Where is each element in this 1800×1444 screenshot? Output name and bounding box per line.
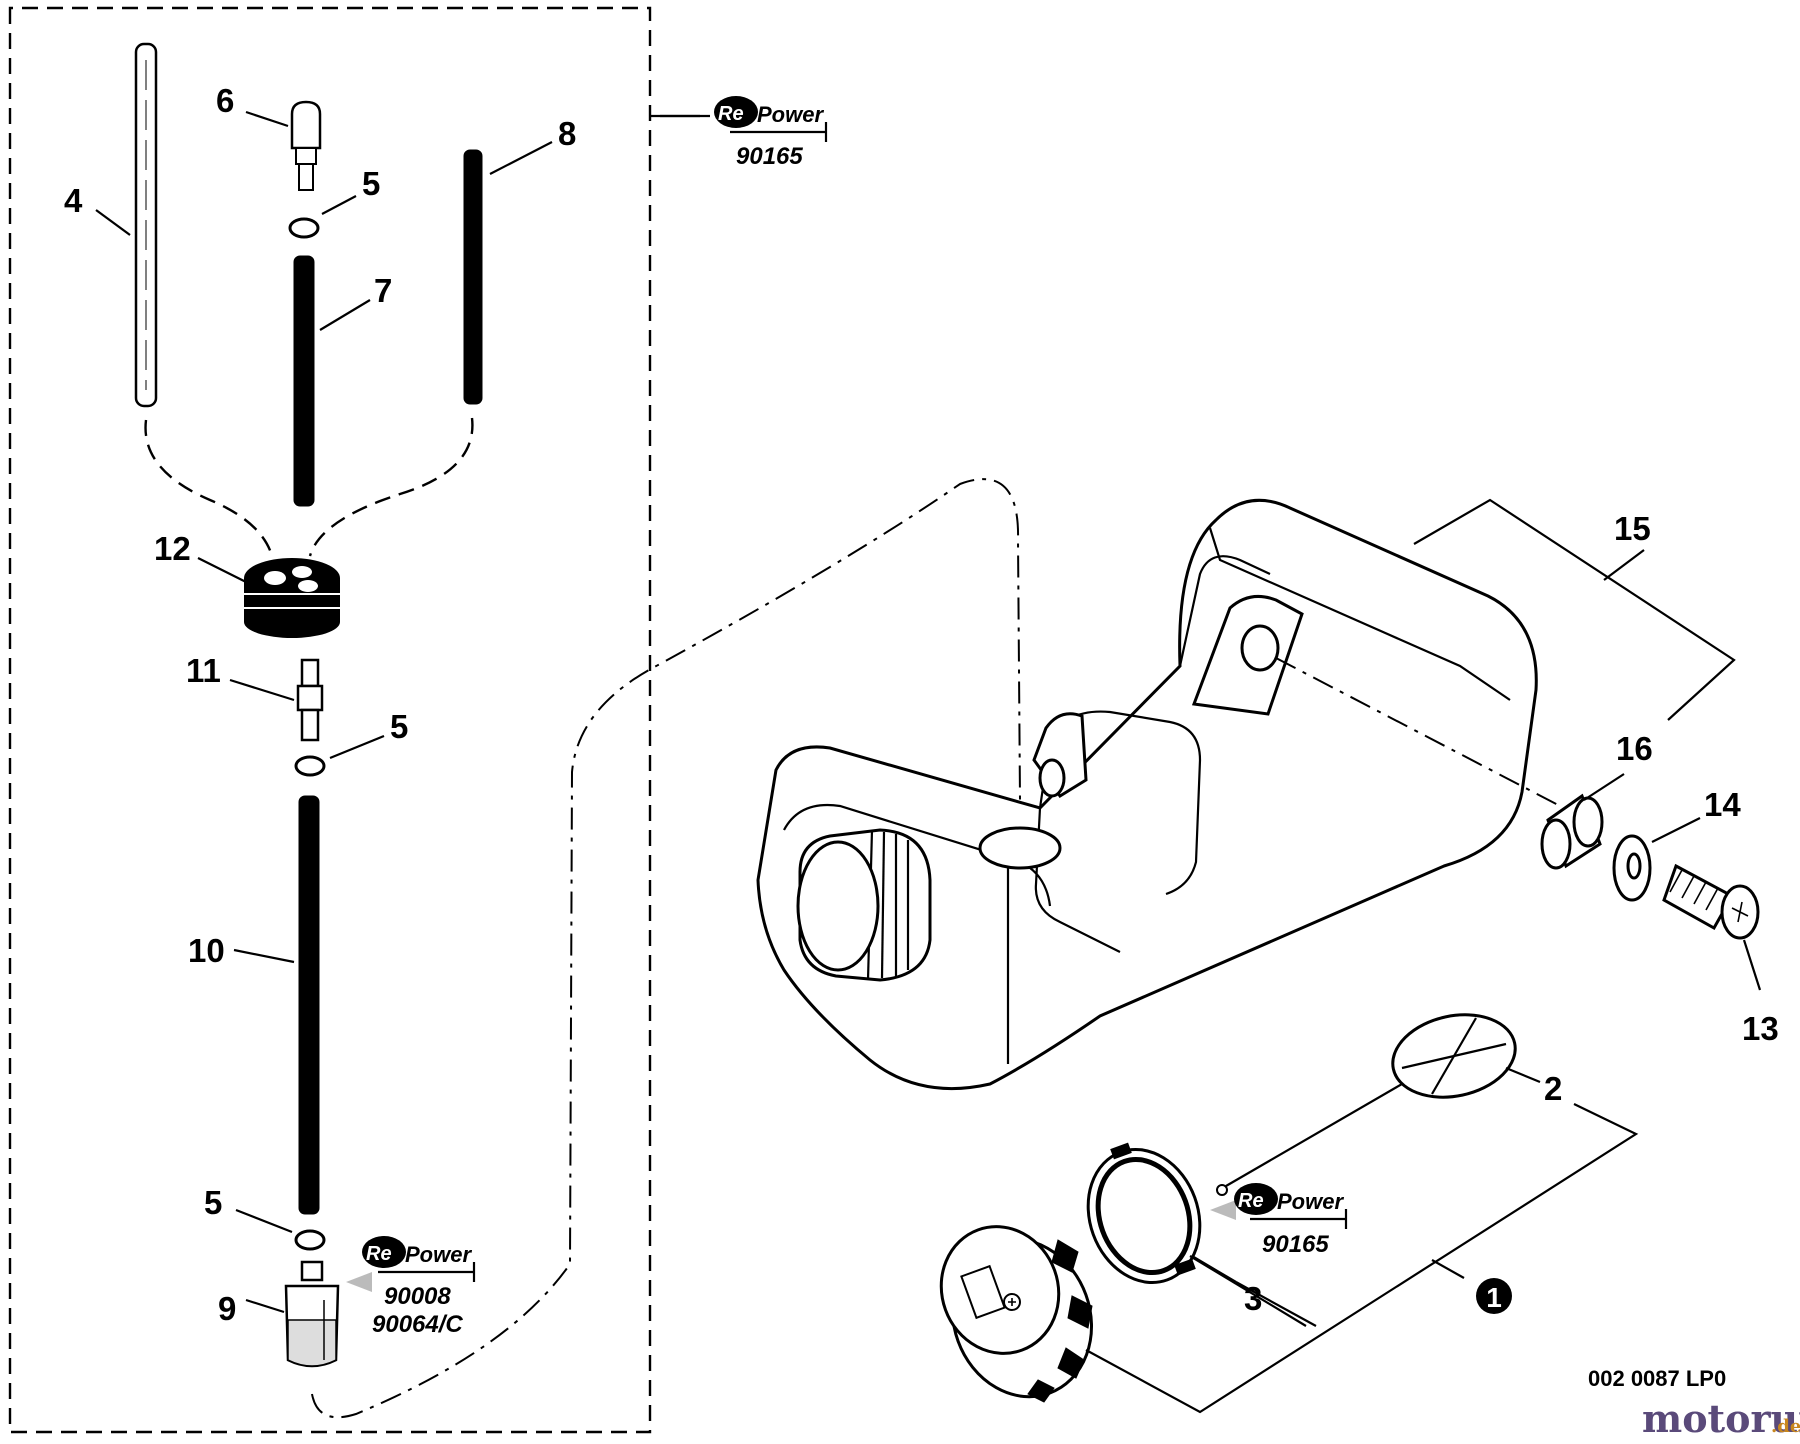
repower-badge-cap: Re Power 90165: [1210, 1183, 1348, 1258]
part-6-fitting: [290, 100, 322, 191]
callout-12: 12: [154, 530, 191, 567]
leader-9: [245, 1298, 285, 1314]
part-5-clip-top: [288, 217, 320, 239]
leader-8: [489, 141, 553, 175]
leader-5c: [235, 1208, 293, 1234]
leader-16: [1583, 773, 1625, 801]
callout-11: 11: [186, 652, 221, 689]
svg-text:90165: 90165: [1262, 1231, 1329, 1258]
routing-dashdot-filter-to-tank: [311, 478, 1021, 1419]
leader-6: [245, 110, 289, 128]
part-11-connector: [296, 658, 324, 742]
callout-7: 7: [374, 272, 392, 309]
part-5-clip-bottom: [294, 1229, 326, 1251]
leader-11: [229, 678, 295, 702]
bracket-1: [1085, 1103, 1639, 1414]
callout-5a: 5: [362, 165, 380, 202]
svg-text:90008: 90008: [384, 1283, 451, 1310]
svg-text:motoruf: motoruf: [1642, 1396, 1800, 1441]
callout-2: 2: [1544, 1070, 1562, 1107]
leader-4: [95, 209, 131, 236]
svg-text:Re: Re: [366, 1243, 392, 1265]
repower-badge-top: Re Power 90165: [714, 96, 828, 170]
callout-4: 4: [64, 182, 83, 219]
badge-pointer-arrow: [1210, 1200, 1236, 1220]
leader-1-b: [1189, 1255, 1307, 1327]
routing-dash-4: [144, 419, 274, 557]
leader-10: [233, 948, 295, 964]
leader-5b: [329, 734, 385, 760]
leader-7: [319, 299, 371, 331]
leader-12: [197, 557, 251, 585]
callout-8: 8: [558, 115, 576, 152]
svg-text:Power: Power: [405, 1242, 472, 1267]
svg-text:Re: Re: [1238, 1190, 1264, 1212]
part-12-grommet: [244, 558, 340, 638]
leader-14: [1651, 817, 1701, 843]
callout-10: 10: [188, 932, 225, 969]
routing-dash-8: [308, 417, 474, 557]
svg-text:Power: Power: [757, 102, 824, 127]
leader-3: [1191, 1255, 1237, 1283]
svg-text:90064/C: 90064/C: [372, 1311, 463, 1338]
callout-14: 14: [1704, 786, 1741, 823]
svg-text:.de: .de: [1771, 1416, 1800, 1437]
tank-filler-neck: [796, 828, 932, 982]
svg-text:90165: 90165: [736, 143, 803, 170]
callout-15: 15: [1614, 510, 1651, 547]
leader-5a: [321, 195, 357, 215]
callout-1: 1: [1486, 1282, 1502, 1313]
callout-5c: 5: [204, 1184, 222, 1221]
repower-badge-filter: Re Power 90008 90064/C: [346, 1236, 476, 1338]
part-3-retainer-ring: [1086, 1142, 1202, 1285]
part-16-spacer: [1540, 793, 1604, 870]
part-14-washer: [1612, 834, 1652, 902]
diagram-reference-code: 002 0087 LP0: [1588, 1366, 1726, 1391]
callout-1-badge: [1476, 1278, 1512, 1314]
watermark-logo: motoruf .de: [1642, 1396, 1800, 1441]
bolt-axis-line: [1275, 657, 1561, 807]
part-8-black-hose: [463, 149, 483, 405]
svg-text:Re: Re: [718, 103, 744, 125]
callout-6: 6: [216, 82, 234, 119]
fuel-cap: [939, 1225, 1094, 1403]
subassembly-dashed-box: [8, 6, 652, 1434]
part-9-fuel-filter: [284, 1260, 340, 1368]
callout-13: 13: [1742, 1010, 1779, 1047]
leader-15: [1603, 549, 1645, 581]
part-7-black-hose: [293, 255, 315, 507]
leader-2: [1505, 1066, 1541, 1084]
part-2-pickup-strainer: [1216, 1013, 1517, 1196]
callout-16: 16: [1616, 730, 1653, 767]
badge-pointer-arrow: [346, 1272, 372, 1292]
leader-13: [1742, 939, 1762, 991]
part-10-black-hose: [298, 795, 320, 1215]
callout-5b: 5: [390, 708, 408, 745]
callout-9: 9: [218, 1290, 236, 1327]
part-15-fuel-tank: [756, 498, 1538, 1090]
part-4-clear-hose: [134, 42, 158, 408]
bracket-15: [1413, 498, 1736, 721]
leader-1-c: [1431, 1259, 1465, 1279]
leader-1-a: [1235, 1281, 1317, 1327]
part-5-clip-middle: [294, 755, 326, 777]
svg-text:Power: Power: [1277, 1189, 1344, 1214]
part-13-bolt: [1662, 863, 1760, 940]
